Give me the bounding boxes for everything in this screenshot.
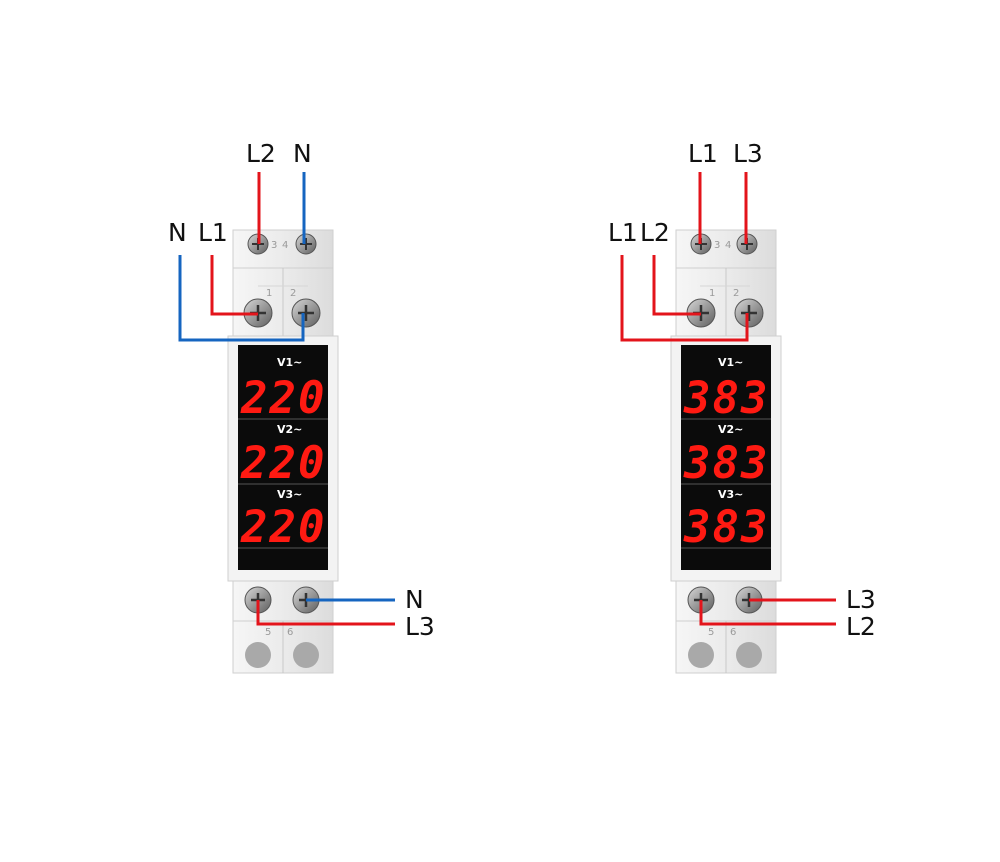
voltmeter-display: V1~ 383 V2~ 383 V3~ 383 <box>681 345 771 570</box>
wire-label-side-l1: L1 <box>608 218 638 247</box>
terminal-number-1: 1 <box>266 288 272 299</box>
diagram-three-phase: 3 4 1 2 5 6 V1~ 383 V2~ 383 V3~ 383 <box>608 139 876 674</box>
voltage-reading-v2: 383 <box>683 438 769 489</box>
wire-n-side <box>178 255 305 342</box>
wire-l2-side <box>652 255 701 316</box>
din-rail-latch-icon <box>736 642 762 668</box>
wire-l1-side <box>210 255 258 316</box>
voltage-reading-v1: 383 <box>683 373 769 424</box>
voltage-reading-v1: 220 <box>240 373 326 424</box>
terminal-number-4: 4 <box>725 240 731 251</box>
channel-label-v2: V2~ <box>718 423 743 436</box>
channel-label-v2: V2~ <box>277 423 302 436</box>
terminal-number-4: 4 <box>282 240 288 251</box>
terminal-number-1: 1 <box>709 288 715 299</box>
wire-label-side-n: N <box>168 218 187 247</box>
wire-l1-side <box>620 255 749 342</box>
terminal-number-2: 2 <box>733 288 739 299</box>
terminal-number-3: 3 <box>271 240 277 251</box>
wire-label-bottom-n: N <box>405 585 424 614</box>
wire-label-side-l2: L2 <box>640 218 670 247</box>
wire-label-top-n: N <box>293 139 312 168</box>
terminal-number-3: 3 <box>714 240 720 251</box>
terminal-number-5: 5 <box>708 627 714 638</box>
din-rail-latch-icon <box>293 642 319 668</box>
diagram-single-phase: 3 4 1 2 5 6 V1~ 220 V2~ 220 V3~ 220 <box>168 139 435 674</box>
wire-label-top-l2: L2 <box>246 139 276 168</box>
screw-terminal-icon <box>734 298 764 328</box>
channel-label-v3: V3~ <box>277 488 302 501</box>
terminal-number-6: 6 <box>730 627 736 638</box>
terminal-number-6: 6 <box>287 627 293 638</box>
terminal-number-2: 2 <box>290 288 296 299</box>
voltage-reading-v3: 220 <box>240 502 326 553</box>
screw-terminal-icon <box>295 233 317 255</box>
wire-label-side-l1: L1 <box>198 218 228 247</box>
din-rail-latch-icon <box>245 642 271 668</box>
wire-label-bottom-l3: L3 <box>405 612 435 641</box>
wire-label-top-l3: L3 <box>733 139 763 168</box>
wire-label-bottom-l2: L2 <box>846 612 876 641</box>
wire-l2-bottom <box>699 600 836 626</box>
terminal-number-5: 5 <box>265 627 271 638</box>
channel-label-v1: V1~ <box>718 356 743 369</box>
din-rail-latch-icon <box>688 642 714 668</box>
voltage-reading-v2: 220 <box>240 438 326 489</box>
screw-terminal-icon <box>291 298 321 328</box>
wire-l3-bottom <box>256 600 395 626</box>
wire-label-bottom-l3: L3 <box>846 585 876 614</box>
voltage-reading-v3: 383 <box>683 502 769 553</box>
channel-label-v1: V1~ <box>277 356 302 369</box>
wire-label-top-l1: L1 <box>688 139 718 168</box>
channel-label-v3: V3~ <box>718 488 743 501</box>
voltmeter-display: V1~ 220 V2~ 220 V3~ 220 <box>238 345 328 570</box>
